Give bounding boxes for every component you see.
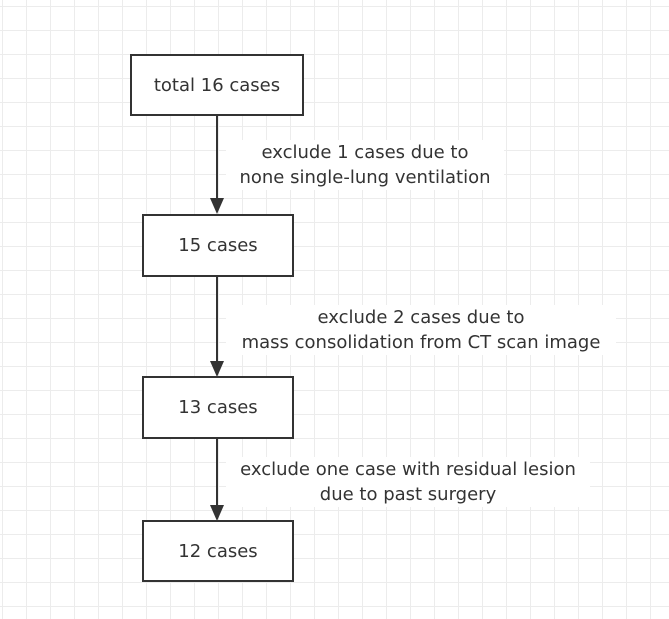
exclusion-line-2: none single-lung ventilation: [239, 167, 491, 188]
exclusion-label: exclude one case with residual lesion du…: [226, 457, 590, 507]
node-12-cases: 12 cases: [142, 520, 294, 582]
connector-line: [216, 277, 218, 363]
node-13-cases: 13 cases: [142, 376, 294, 439]
exclusion-line-2: mass consolidation from CT scan image: [241, 332, 601, 353]
arrow-down-icon: [210, 361, 224, 377]
exclusion-label: exclude 2 cases due to mass consolidatio…: [226, 305, 616, 355]
node-label: 12 cases: [178, 540, 258, 562]
arrow-down-icon: [210, 505, 224, 521]
exclusion-line-2: due to past surgery: [319, 484, 497, 505]
connector-line: [216, 439, 218, 507]
arrow-down-icon: [210, 198, 224, 214]
node-total-cases: total 16 cases: [130, 54, 304, 116]
exclusion-label: exclude 1 cases due to none single-lung …: [226, 140, 504, 190]
node-label: 15 cases: [178, 235, 258, 256]
node-15-cases: 15 cases: [142, 214, 294, 277]
node-label: 13 cases: [178, 397, 258, 418]
exclusion-line-1: exclude one case with residual lesion: [240, 459, 576, 480]
connector-line: [216, 116, 218, 200]
exclusion-line-1: exclude 2 cases due to: [317, 307, 525, 328]
exclusion-line-1: exclude 1 cases due to: [261, 142, 469, 163]
node-label: total 16 cases: [153, 74, 281, 96]
